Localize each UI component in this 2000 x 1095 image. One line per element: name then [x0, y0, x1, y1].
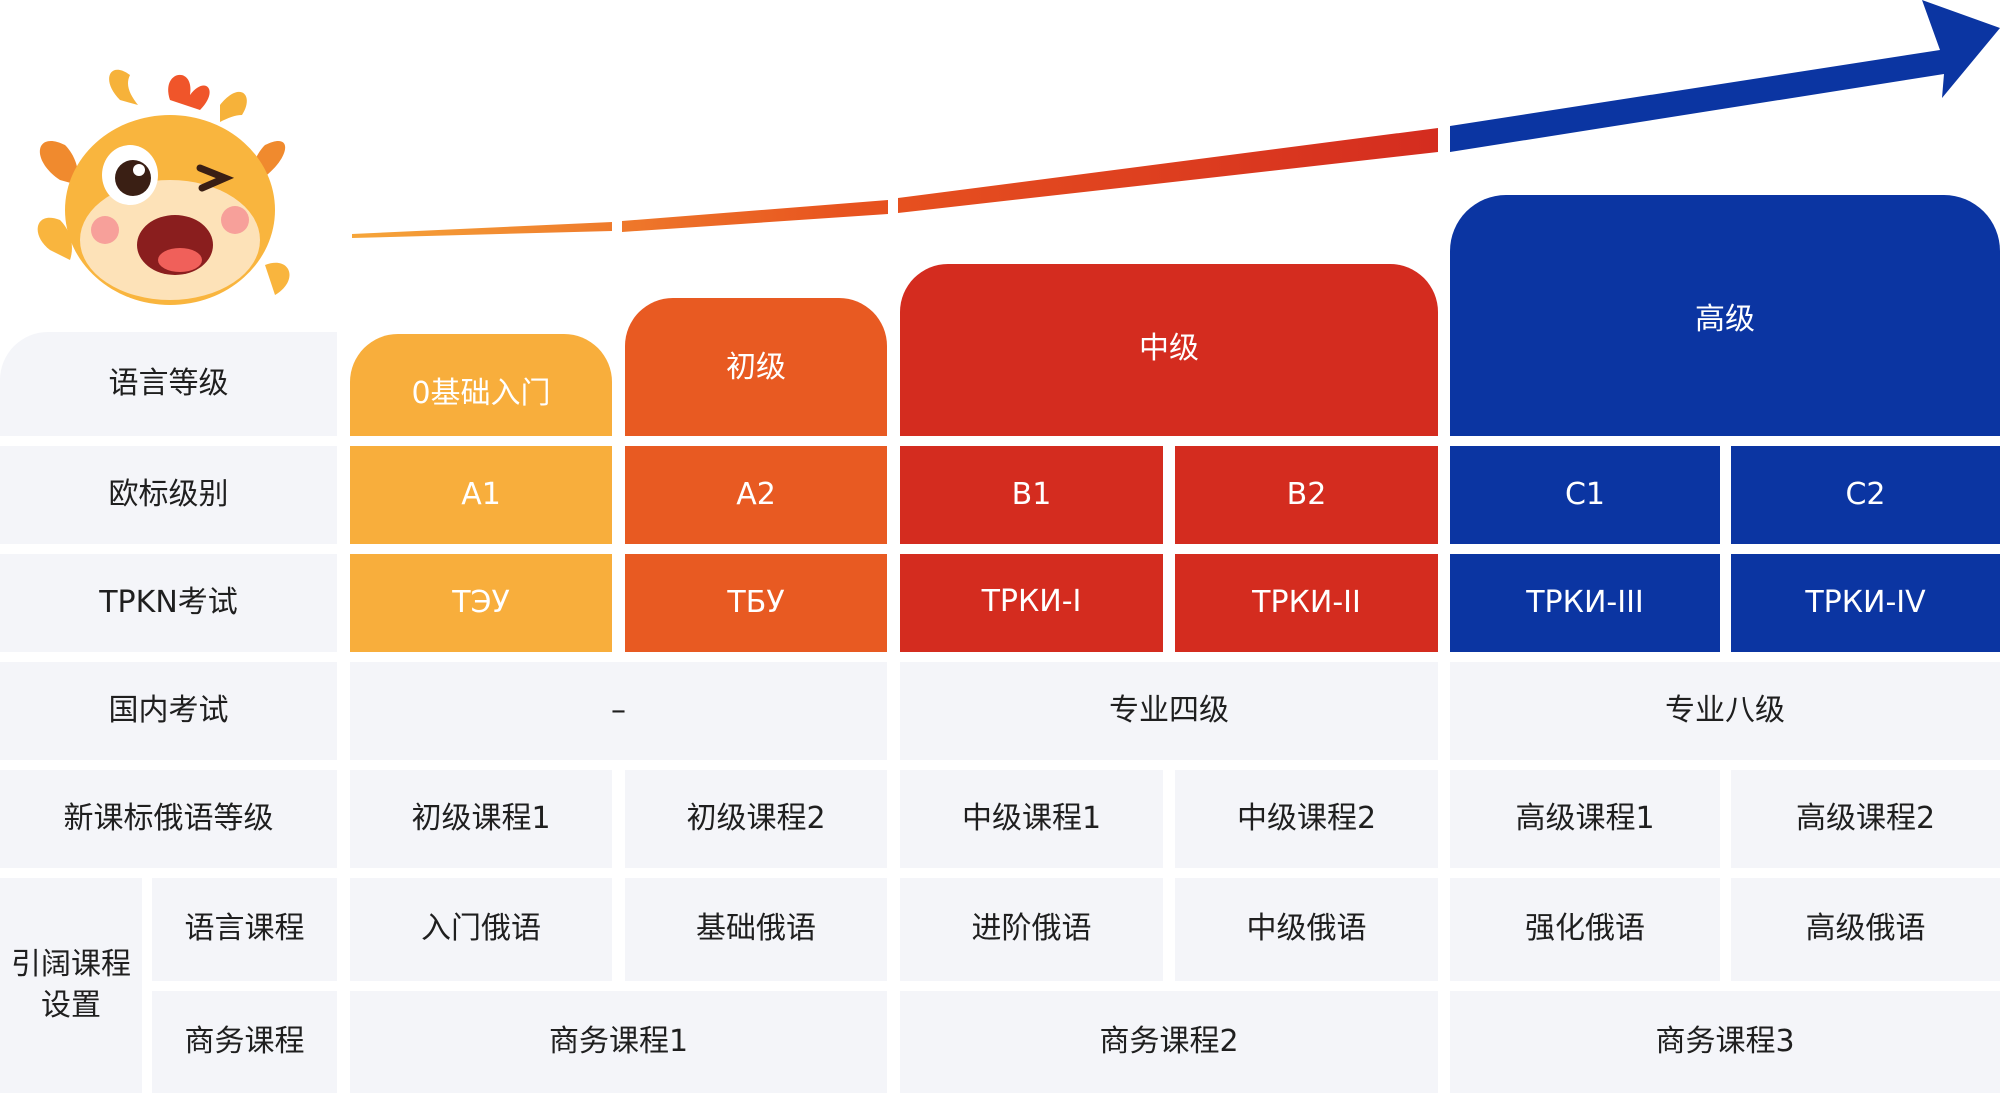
level-header-elementary: 初级	[625, 298, 887, 436]
cefr-cell: C1	[1450, 446, 1720, 544]
arrow-segment-2	[622, 200, 888, 232]
business-course-cell: 商务课程1	[350, 991, 887, 1093]
domestic-exam-cell: 专业四级	[900, 662, 1438, 760]
trki-cell: ТЭУ	[350, 554, 612, 652]
row-label-domestic-exam: 国内考试	[0, 662, 337, 760]
cefr-cell: B2	[1175, 446, 1438, 544]
domestic-exam-cell: 专业八级	[1450, 662, 2000, 760]
curriculum-cell: 初级课程2	[625, 770, 887, 868]
arrow-segment-4	[1450, 0, 2000, 152]
trki-cell: ТРКИ-IV	[1731, 554, 2000, 652]
row-label-guided-courses: 引阔课程设置	[0, 878, 142, 1093]
curriculum-cell: 中级课程1	[900, 770, 1163, 868]
curriculum-cell: 中级课程2	[1175, 770, 1438, 868]
level-header-advanced: 高级	[1450, 195, 2000, 436]
cefr-cell: B1	[900, 446, 1163, 544]
arrow-segment-3	[898, 128, 1438, 213]
language-course-cell: 高级俄语	[1731, 878, 2000, 981]
progress-arrow-icon	[352, 0, 2000, 238]
language-course-cell: 进阶俄语	[900, 878, 1163, 981]
row-label-cefr: 欧标级别	[0, 446, 337, 544]
trki-cell: ТРКИ-II	[1175, 554, 1438, 652]
level-header-beginner-zero: 0基础入门	[350, 334, 612, 436]
cefr-cell: C2	[1731, 446, 2000, 544]
curriculum-cell: 高级课程1	[1450, 770, 1720, 868]
row-label-trki: TPKN考试	[0, 554, 337, 652]
trki-cell: ТБУ	[625, 554, 887, 652]
dragon-mascot-icon	[37, 69, 290, 305]
row-label-business-courses: 商务课程	[152, 991, 337, 1093]
level-header-intermediate: 中级	[900, 264, 1438, 436]
language-course-cell: 基础俄语	[625, 878, 887, 981]
language-course-cell: 中级俄语	[1175, 878, 1438, 981]
arrow-segment-1	[352, 222, 612, 238]
curriculum-cell: 初级课程1	[350, 770, 612, 868]
business-course-cell: 商务课程3	[1450, 991, 2000, 1093]
language-course-cell: 入门俄语	[350, 878, 612, 981]
cefr-cell: A2	[625, 446, 887, 544]
curriculum-cell: 高级课程2	[1731, 770, 2000, 868]
language-course-cell: 强化俄语	[1450, 878, 1720, 981]
row-label-curriculum: 新课标俄语等级	[0, 770, 337, 868]
trki-cell: ТРКИ-III	[1450, 554, 1720, 652]
row-label-language-courses: 语言课程	[152, 878, 337, 981]
row-label-language-level: 语言等级	[0, 332, 337, 436]
domestic-exam-cell: –	[350, 662, 887, 760]
trki-cell: ТРКИ-I	[900, 554, 1163, 652]
cefr-cell: A1	[350, 446, 612, 544]
business-course-cell: 商务课程2	[900, 991, 1438, 1093]
